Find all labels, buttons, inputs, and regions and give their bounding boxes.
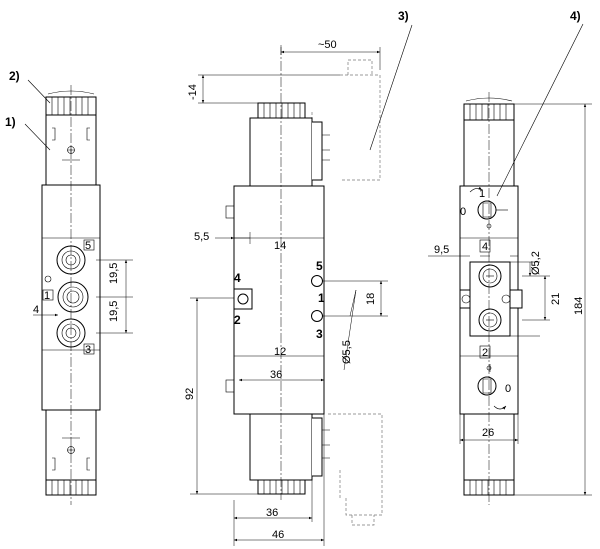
callout-2-label: 2) — [9, 69, 20, 83]
right-port-box-4 — [479, 239, 491, 253]
middle-dim-46: 46 — [272, 529, 284, 541]
left-port-box-1 — [42, 289, 54, 301]
middle-top-cap — [257, 102, 306, 119]
right-knob-bot-0: 0 — [505, 383, 511, 395]
middle-bottom-cap — [257, 479, 306, 495]
callout-3-label: 3) — [398, 9, 409, 23]
middle-port-4-label: 4 — [234, 271, 241, 285]
middle-dim-12: 12 — [274, 346, 286, 358]
middle-view — [190, 24, 413, 546]
left-port-1 — [57, 281, 89, 313]
left-dim-4: 4 — [33, 304, 39, 316]
right-port-2-label: 2 — [482, 347, 488, 359]
right-knob-top-1: 1 — [479, 188, 485, 200]
middle-port-5 — [311, 275, 323, 287]
middle-dim-36-bottom: 36 — [266, 507, 278, 519]
middle-top-plug — [312, 121, 323, 181]
left-port-5-label: 5 — [85, 240, 91, 252]
left-view — [24, 79, 133, 505]
left-dim-19-5-bottom: 19,5 — [108, 301, 120, 322]
middle-bottom-plug — [312, 417, 323, 477]
right-port-box-2 — [479, 345, 491, 359]
right-dim-d5-2: Ø5,2 — [530, 251, 542, 275]
middle-side-stub-bottom — [225, 379, 235, 393]
middle-port-3 — [311, 310, 323, 322]
callout-3-leader — [369, 24, 413, 151]
callout-4-label: 4) — [570, 9, 581, 23]
middle-port-2-label: 2 — [234, 313, 241, 327]
middle-dim-18: 18 — [365, 293, 377, 305]
right-view — [428, 23, 592, 505]
middle-dim-14: -14 — [187, 84, 199, 100]
left-port-box-3 — [83, 343, 95, 355]
right-dim-21: 21 — [550, 293, 562, 305]
callout-1-label: 1) — [5, 115, 16, 129]
middle-dim-5-5: 5,5 — [194, 231, 209, 243]
callout-2-leader — [27, 79, 51, 104]
middle-port-4-2 — [237, 293, 249, 305]
middle-dim-50: ~50 — [318, 39, 337, 51]
left-mount-hole — [44, 275, 52, 283]
right-bottom-rotate-arrow-icon — [493, 405, 507, 410]
left-dim-19-5-top: 19,5 — [108, 263, 120, 284]
right-dim-9-5: 9,5 — [434, 244, 449, 256]
left-port-3-label: 3 — [85, 344, 91, 356]
right-top-override-knob-icon[interactable] — [477, 200, 508, 220]
right-bottom-override-knob-icon[interactable] — [477, 364, 497, 396]
right-dim-184: 184 — [573, 297, 585, 315]
left-port-box-5 — [83, 239, 95, 251]
left-port-1-label: 1 — [44, 290, 50, 302]
right-left-boss — [459, 289, 471, 309]
middle-side-stub-top — [225, 205, 235, 219]
middle-port-1-label: 1 — [318, 291, 325, 305]
right-port-4-label: 4 — [482, 241, 488, 253]
right-right-boss — [509, 289, 523, 309]
right-dim-26: 26 — [482, 427, 494, 439]
callout-1-leader — [24, 123, 51, 151]
middle-dim-92: 92 — [184, 388, 196, 400]
right-port-upper — [478, 264, 502, 288]
callout-4-leader — [496, 23, 584, 197]
middle-bottom-connector-outline — [328, 413, 383, 526]
right-port-lower — [478, 308, 502, 332]
middle-port-5-label: 5 — [316, 259, 323, 273]
right-knob-top-0: 0 — [460, 206, 466, 218]
middle-port-3-label: 3 — [316, 327, 323, 341]
middle-dim-36-mid: 36 — [270, 369, 282, 381]
middle-dim-14b: 14 — [274, 240, 286, 252]
middle-dim-d5-5: Ø5,5 — [341, 340, 353, 364]
right-top-rotate-arrow-icon — [469, 186, 483, 193]
